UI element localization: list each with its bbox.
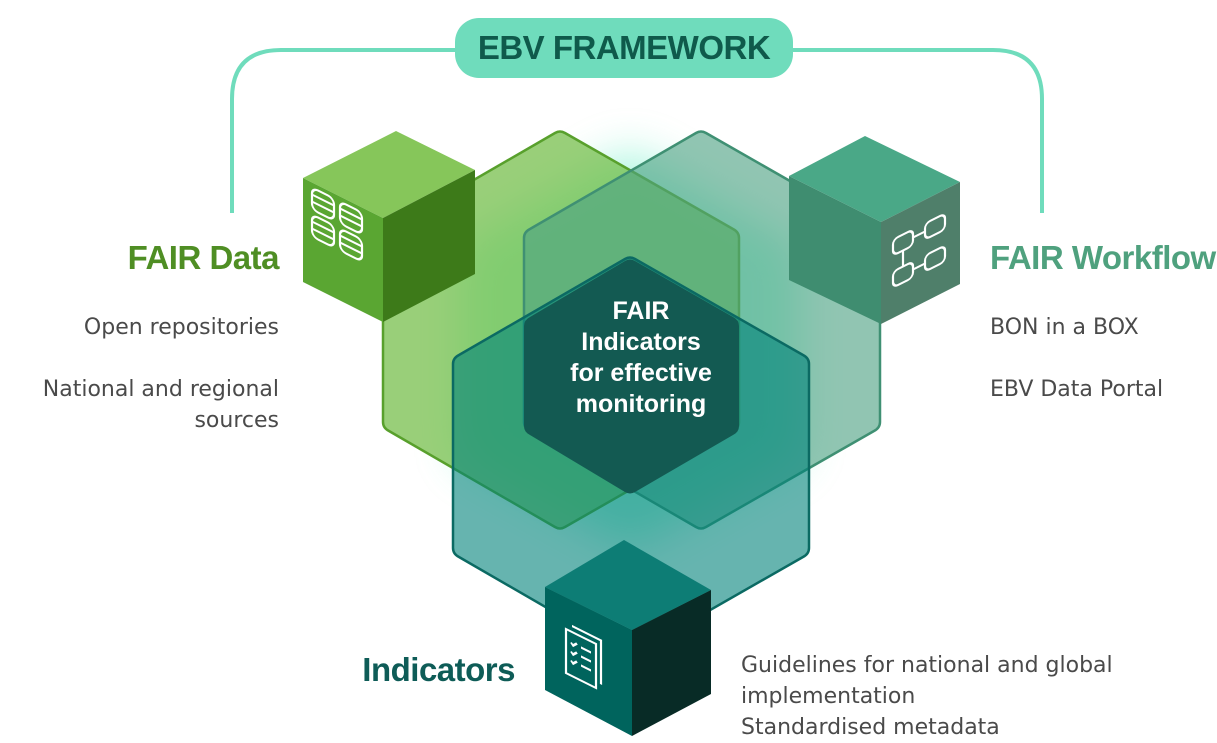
indicators-item: Standardised metadata	[741, 715, 1000, 740]
fair-data-title: FAIR Data	[127, 239, 280, 276]
indicators-title: Indicators	[362, 651, 515, 688]
fair-workflows-item: EBV Data Portal	[990, 377, 1164, 402]
center-hexagon	[524, 259, 739, 494]
center-title-line: monitoring	[575, 390, 707, 418]
document-checklist-icon	[564, 624, 603, 690]
fair-data-item: National and regional sources	[42, 377, 279, 433]
framework-connector	[230, 48, 1044, 213]
center-title: FAIR Indicators for effective monitoring	[530, 296, 752, 420]
center-title-line: for effective	[570, 359, 712, 387]
indicators-cube	[545, 540, 711, 736]
center-title-line: FAIR	[612, 297, 670, 325]
framework-title: EBV FRAMEWORK	[455, 18, 793, 78]
fair-data-item: Open repositories	[83, 315, 279, 340]
fair-workflows-item: BON in a BOX	[990, 315, 1139, 340]
fair-workflows-title: FAIR Workflows	[990, 239, 1217, 276]
center-title-line: Indicators	[581, 328, 701, 356]
indicators-item: Guidelines for national and global imple…	[741, 653, 1113, 709]
workflow-flowchart-icon	[891, 214, 947, 287]
workflows-cube	[789, 136, 960, 324]
database-grid-icon	[310, 188, 364, 261]
